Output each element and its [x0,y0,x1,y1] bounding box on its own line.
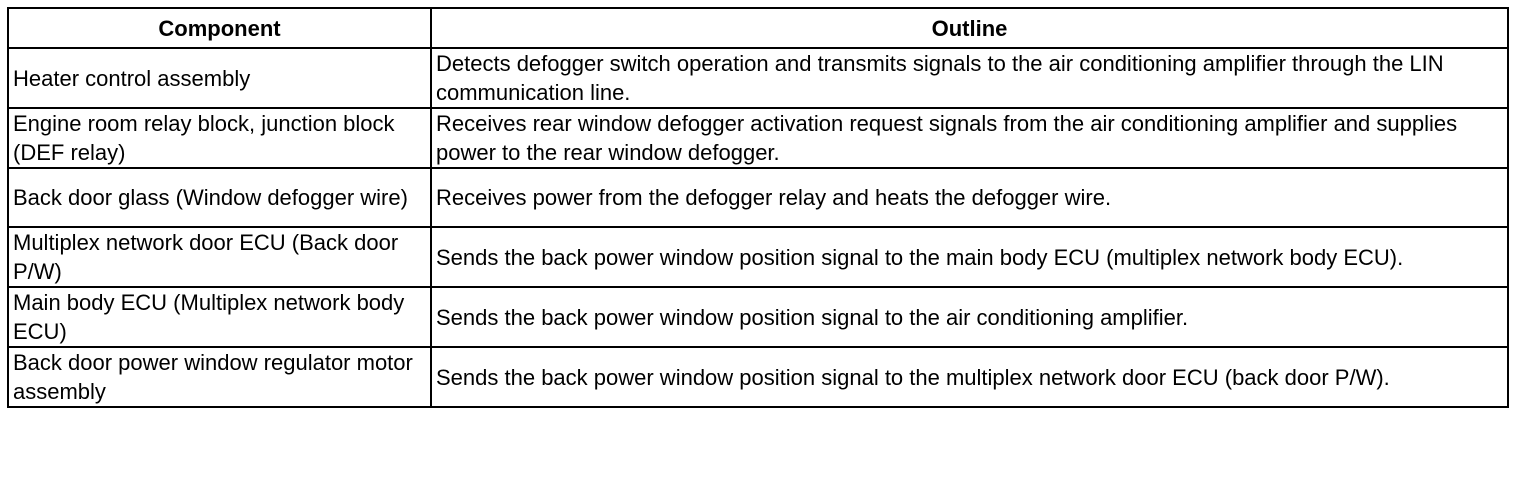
component-cell: Multiplex network door ECU (Back door P/… [7,226,432,288]
column-header-outline: Outline [430,7,1509,49]
table-row: Heater control assembly Detects defogger… [7,47,1509,109]
component-outline-table: Component Outline Heater control assembl… [7,7,1509,408]
component-cell: Heater control assembly [7,47,432,109]
outline-cell: Sends the back power window position sig… [430,286,1509,348]
column-header-component: Component [7,7,432,49]
table-row: Back door glass (Window defogger wire) R… [7,167,1509,228]
table-row: Main body ECU (Multiplex network body EC… [7,286,1509,348]
table-header-row: Component Outline [7,7,1509,49]
outline-cell: Sends the back power window position sig… [430,226,1509,288]
outline-cell: Receives rear window defogger activation… [430,107,1509,169]
table-row: Engine room relay block, junction block … [7,107,1509,169]
component-outline-table-container: Component Outline Heater control assembl… [7,7,1509,408]
component-cell: Back door power window regulator motor a… [7,346,432,408]
component-cell: Main body ECU (Multiplex network body EC… [7,286,432,348]
outline-cell: Detects defogger switch operation and tr… [430,47,1509,109]
outline-cell: Receives power from the defogger relay a… [430,167,1509,228]
component-cell: Engine room relay block, junction block … [7,107,432,169]
table-row: Multiplex network door ECU (Back door P/… [7,226,1509,288]
component-cell: Back door glass (Window defogger wire) [7,167,432,228]
outline-cell: Sends the back power window position sig… [430,346,1509,408]
table-row: Back door power window regulator motor a… [7,346,1509,408]
